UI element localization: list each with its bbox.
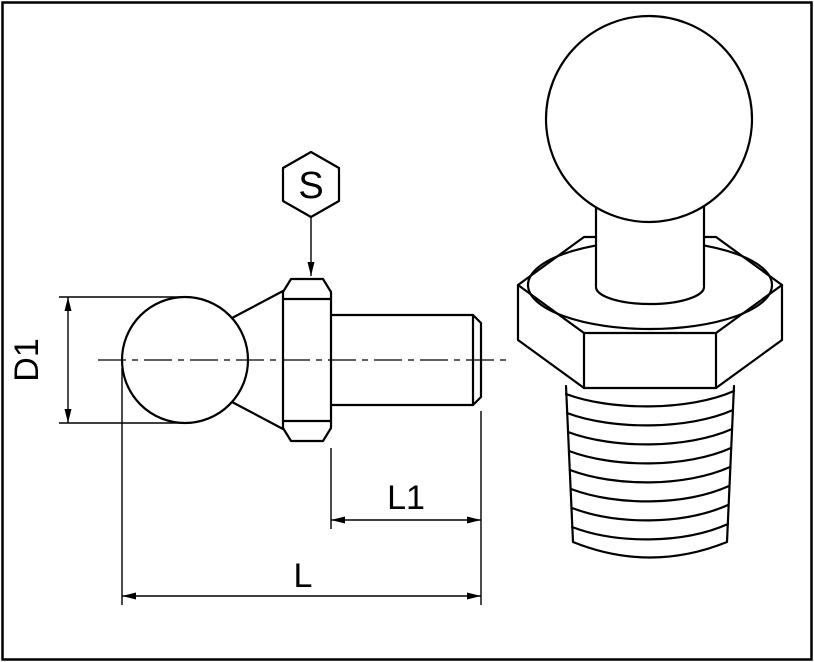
thread-body-fill: [566, 386, 734, 558]
size-callout: S: [281, 150, 341, 276]
dimension-l: L: [121, 368, 481, 605]
thread-crest-lines: [564, 389, 736, 541]
hex-flange-outline: [281, 277, 333, 443]
d1-extension-lines: [59, 296, 179, 424]
label-thread-size: S: [298, 165, 323, 207]
side-view: [98, 277, 506, 443]
dimension-d1: D1: [8, 296, 179, 424]
label-ball-diameter: D1: [8, 338, 46, 381]
neck-side-lines: [594, 204, 706, 288]
threaded-shank: [564, 384, 736, 559]
label-overall-length: L: [294, 557, 313, 595]
hex-flange-facet-lines: [281, 297, 333, 423]
dimension-l1: L1: [330, 411, 482, 605]
ball: [544, 14, 754, 224]
hex-nut-edges: [516, 283, 784, 390]
hex-nut: [516, 235, 784, 390]
label-thread-length: L1: [387, 479, 425, 517]
l1-extension-lines: [330, 411, 482, 605]
pictorial-view: [516, 14, 784, 559]
ball-neck-taper: [230, 289, 285, 431]
